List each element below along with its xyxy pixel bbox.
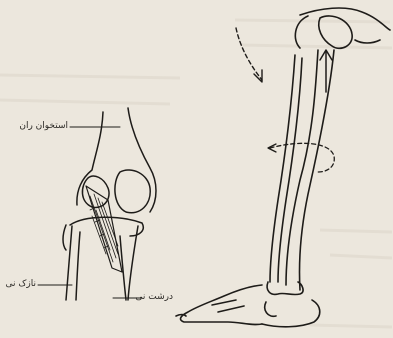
knee-outline [300,8,390,30]
bleed-through-background [0,20,392,327]
leg-rotation-illustration [176,8,390,327]
tibia-plateau [70,217,143,236]
femur-condyle-right [115,170,150,213]
fibula-label: نازک نی [5,279,36,289]
femur-label: استخوان ران [19,121,68,131]
knee-joint-illustration [38,108,156,300]
rotation-arrow [270,143,334,172]
fibula-bone [66,226,72,300]
descending-arrow [236,28,262,80]
foot-outline [181,285,262,325]
femur-bone [77,112,103,205]
tibia-label: درشت نی [135,292,173,302]
